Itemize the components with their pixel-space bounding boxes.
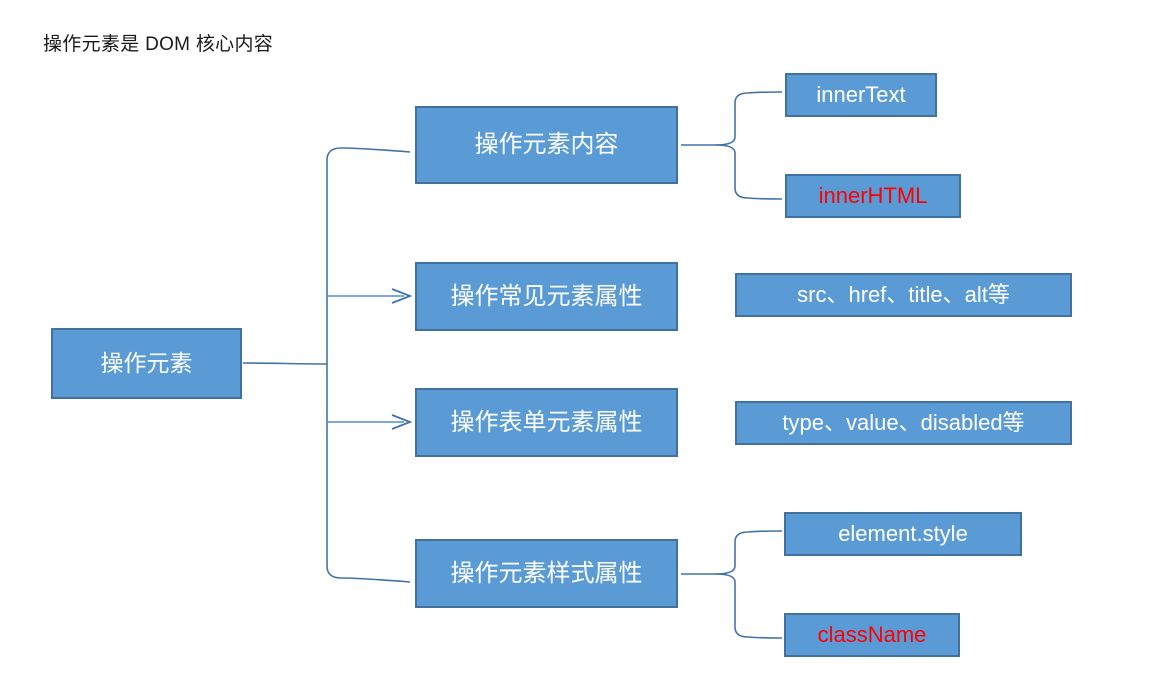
connector-root-stem — [242, 362, 328, 365]
node-root[interactable]: 操作元素 — [51, 328, 242, 399]
connector-main-brace-bottom — [326, 364, 411, 583]
connector-main-brace-top — [326, 147, 411, 364]
node-innertext[interactable]: innerText — [785, 73, 937, 117]
node-form-attribute-list[interactable]: type、value、disabled等 — [735, 401, 1072, 445]
connector-branch-2-arrowhead — [391, 288, 413, 304]
node-classname[interactable]: className — [784, 613, 960, 657]
connector-group-1-top — [715, 91, 783, 146]
connector-group-1-bottom — [715, 144, 783, 200]
connector-group-4-top — [715, 530, 783, 575]
node-innerhtml[interactable]: innerHTML — [785, 174, 961, 218]
node-operate-common-attributes[interactable]: 操作常见元素属性 — [415, 262, 678, 331]
node-operate-style-attributes[interactable]: 操作元素样式属性 — [415, 539, 678, 608]
node-operate-form-attributes[interactable]: 操作表单元素属性 — [415, 388, 678, 457]
node-element-style[interactable]: element.style — [784, 512, 1022, 556]
node-common-attribute-list[interactable]: src、href、title、alt等 — [735, 273, 1072, 317]
connector-branch-3-arrowhead — [391, 414, 413, 430]
node-operate-element-content[interactable]: 操作元素内容 — [415, 106, 678, 184]
page-title: 操作元素是 DOM 核心内容 — [43, 34, 274, 55]
connector-group-4-bottom — [715, 573, 783, 639]
